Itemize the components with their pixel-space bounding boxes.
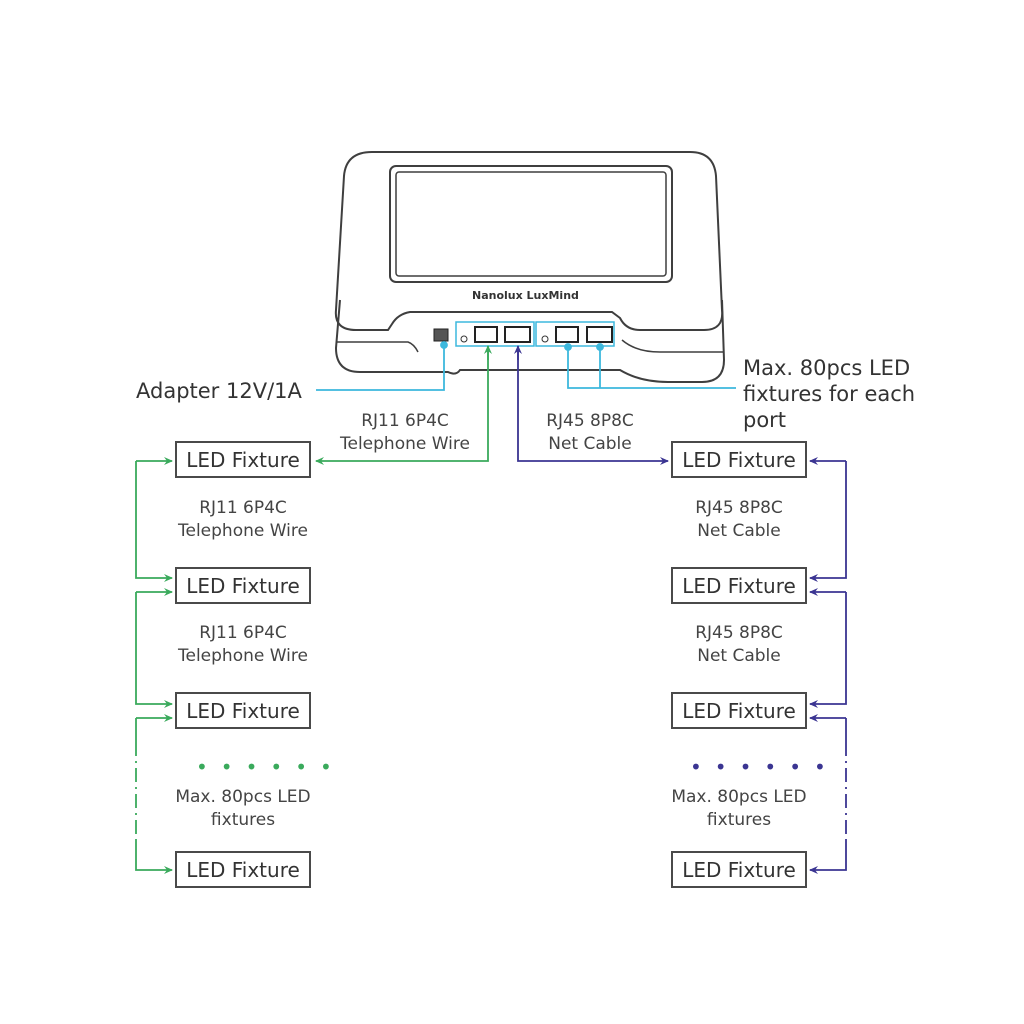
right-link-label-2: RJ45 8P8C Net Cable (664, 622, 814, 668)
cable-desc: Telephone Wire (178, 521, 308, 541)
led-fixture-right-last: LED Fixture (671, 851, 807, 888)
led-fixture-left-2: LED Fixture (175, 567, 311, 604)
cable-desc: Net Cable (697, 646, 781, 666)
cable-desc: Net Cable (697, 521, 781, 541)
rj45-chain (514, 345, 847, 874)
max-line2: fixtures (210, 810, 276, 830)
right-max-note: Max. 80pcs LED fixtures (656, 786, 822, 832)
led-fixture-left-1: LED Fixture (175, 441, 311, 478)
rj11-top-label: RJ11 6P4C Telephone Wire (330, 410, 480, 456)
port-panel (433, 321, 615, 347)
device-brand-label: Nanolux LuxMind (472, 289, 579, 302)
max-per-port-note: Max. 80pcs LED fixtures for each port (743, 355, 915, 433)
cable-type: RJ45 8P8C (546, 411, 634, 431)
led-fixture-right-1: LED Fixture (671, 441, 807, 478)
led-fixture-left-3: LED Fixture (175, 692, 311, 729)
cable-desc: Telephone Wire (340, 434, 470, 454)
led-fixture-right-3: LED Fixture (671, 692, 807, 729)
rj45-top-label: RJ45 8P8C Net Cable (525, 410, 655, 456)
power-cable (316, 341, 736, 391)
max-per-port-line2: fixtures for each (743, 382, 916, 406)
rj11-chain (135, 345, 492, 874)
cable-desc: Telephone Wire (178, 646, 308, 666)
led-fixture-left-last: LED Fixture (175, 851, 311, 888)
max-line2: fixtures (706, 810, 772, 830)
adapter-label: Adapter 12V/1A (136, 379, 302, 403)
left-link-label-2: RJ11 6P4C Telephone Wire (165, 622, 321, 668)
left-max-note: Max. 80pcs LED fixtures (160, 786, 326, 832)
cable-type: RJ11 6P4C (199, 623, 287, 643)
cable-type: RJ11 6P4C (199, 498, 287, 518)
max-per-port-line3: port (743, 408, 787, 432)
continuation-dots-left: •••••• (196, 755, 345, 779)
left-link-label-1: RJ11 6P4C Telephone Wire (165, 497, 321, 543)
right-link-label-1: RJ45 8P8C Net Cable (664, 497, 814, 543)
cable-type: RJ45 8P8C (695, 623, 783, 643)
max-line1: Max. 80pcs LED (671, 787, 807, 807)
cable-desc: Net Cable (548, 434, 632, 454)
continuation-dots-right: •••••• (690, 755, 839, 779)
led-fixture-right-2: LED Fixture (671, 567, 807, 604)
cable-type: RJ45 8P8C (695, 498, 783, 518)
cable-type: RJ11 6P4C (361, 411, 449, 431)
max-line1: Max. 80pcs LED (175, 787, 311, 807)
max-per-port-line1: Max. 80pcs LED (743, 356, 911, 380)
controller-device (334, 151, 726, 383)
